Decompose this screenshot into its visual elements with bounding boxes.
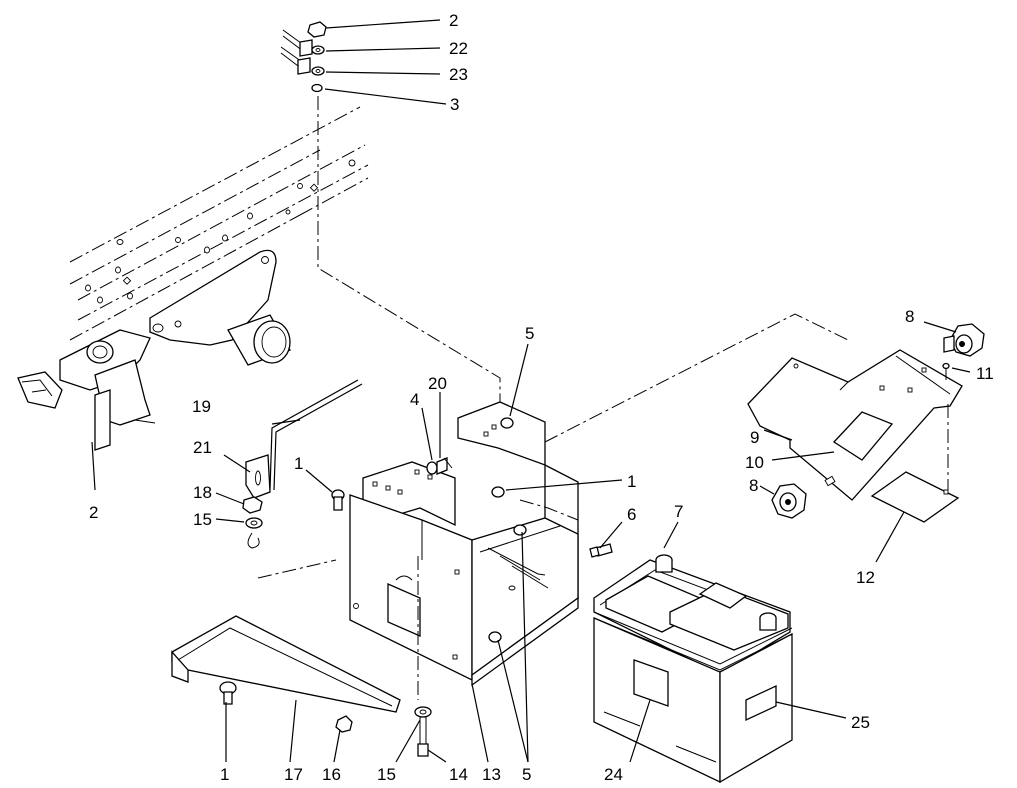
hitch-bracket [17, 249, 291, 451]
callout-14: 14 [449, 765, 468, 784]
callout-10: 10 [745, 453, 764, 472]
callout-2-top: 2 [449, 11, 458, 30]
callout-15-upper: 15 [193, 510, 212, 529]
hex-nut-18 [242, 496, 263, 514]
callout-8-lower: 8 [749, 476, 758, 495]
hold-down-rod [269, 379, 363, 491]
front-cover [171, 559, 401, 713]
callout-1-upper: 1 [294, 454, 303, 473]
battery [593, 554, 793, 784]
nut [307, 21, 327, 38]
callout-22: 22 [449, 39, 468, 58]
lock-washer [311, 83, 323, 93]
carriage-bolt-front [219, 681, 237, 705]
callout-1-bottom: 1 [220, 765, 229, 784]
callout-11: 11 [976, 364, 994, 383]
callout-25: 25 [851, 713, 870, 732]
callout-12: 12 [856, 568, 875, 587]
nut-16 [335, 715, 353, 733]
callout-8-top: 8 [905, 307, 914, 326]
screw-11 [942, 362, 950, 380]
clamp-bolt [426, 457, 453, 475]
flat-washer-lower [414, 706, 432, 718]
rod-hook [247, 532, 260, 549]
callout-19: 19 [192, 397, 211, 416]
callout-20: 20 [428, 374, 447, 393]
center-line-top [317, 96, 501, 418]
callout-16: 16 [322, 765, 341, 784]
leader-lines [91, 19, 971, 763]
battery-cover [544, 313, 963, 501]
callout-4: 4 [410, 390, 419, 409]
callout-24: 24 [604, 765, 623, 784]
callout-5-top: 5 [525, 324, 534, 343]
callout-6: 6 [627, 505, 636, 524]
battery-tray [349, 401, 579, 700]
callout-23: 23 [449, 65, 468, 84]
callout-18: 18 [193, 483, 212, 502]
terminal-cables [280, 29, 313, 75]
callout-17: 17 [284, 765, 303, 784]
callout-2-left: 2 [89, 503, 98, 522]
callout-15-lower: 15 [377, 765, 396, 784]
callout-21: 21 [193, 438, 212, 457]
washer [311, 45, 325, 76]
carriage-bolt [331, 417, 527, 643]
callout-numbers: 2 22 23 3 5 20 4 19 21 1 18 15 2 1 6 7 8… [89, 11, 994, 784]
callout-13: 13 [482, 765, 501, 784]
knob [771, 323, 985, 519]
cap-screw [589, 543, 613, 558]
hold-down-bracket [245, 454, 271, 499]
clamp-plate [870, 471, 960, 523]
callout-1-right: 1 [627, 472, 636, 491]
flat-washer-15 [245, 517, 263, 529]
callout-7: 7 [674, 502, 683, 521]
callout-9: 9 [750, 428, 759, 447]
callout-3: 3 [450, 95, 459, 114]
callout-5-bottom: 5 [522, 765, 531, 784]
